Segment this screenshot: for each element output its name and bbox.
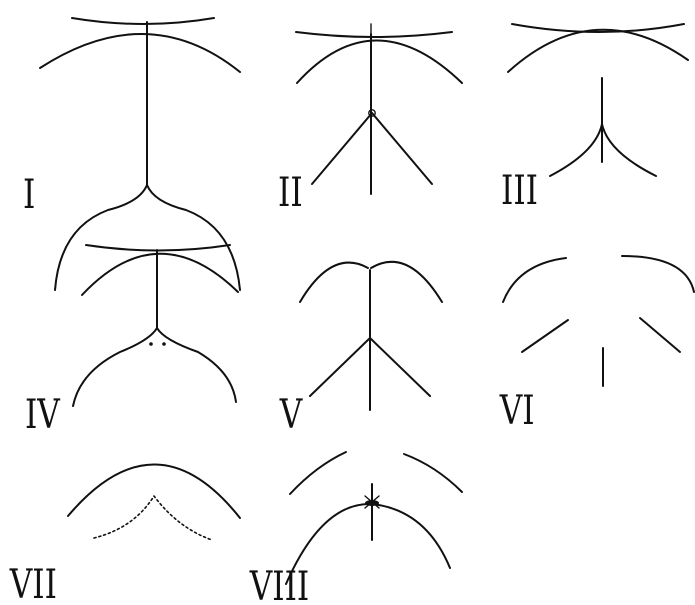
panel-II-upper-arc	[297, 41, 462, 84]
panel-VIII-knot	[365, 500, 379, 506]
panel-VII: VII	[9, 464, 240, 605]
panel-III-left-branch	[550, 124, 602, 176]
panel-III-right-branch	[602, 124, 656, 176]
panel-V-label: V	[279, 392, 303, 438]
panel-I-label: I	[23, 172, 35, 218]
panel-IV-lower-right-arc	[157, 328, 236, 402]
panel-I-upper-arc	[40, 34, 240, 72]
panel-VI-right-arc	[622, 256, 694, 292]
panel-V-left-upper-arc	[300, 263, 368, 302]
panel-VI-left-arc	[503, 258, 566, 302]
panel-IV-lower-left-arc	[73, 328, 157, 406]
panel-I-top-bar	[72, 18, 214, 24]
panel-I-lower-right-arc	[147, 185, 240, 290]
panel-VII-arc	[68, 464, 240, 518]
panel-IV-top-bar	[86, 245, 230, 251]
panel-IV-label: IV	[25, 392, 61, 438]
panel-VII-label: VII	[9, 562, 57, 605]
panel-V-right-branch	[370, 338, 430, 396]
panel-VIII-right-arc	[404, 454, 462, 492]
panel-III-upper-arc	[508, 30, 688, 72]
panel-II-label: II	[278, 170, 303, 216]
panel-V-right-upper-arc	[371, 262, 442, 302]
panel-VIII: VIII	[249, 452, 462, 605]
panel-VI-label: VI	[499, 388, 535, 434]
panel-VI-right-dash	[640, 318, 680, 352]
panel-IV-upper-arc	[82, 254, 238, 295]
panel-IV-dot-left	[149, 342, 153, 346]
panel-II: II	[278, 24, 462, 216]
panel-VI-left-dash	[522, 320, 568, 352]
panel-VIII-left-arc	[290, 452, 346, 494]
panel-II-right-branch	[372, 113, 432, 184]
panel-VIII-label: VIII	[249, 564, 309, 605]
panel-VI: VI	[499, 256, 694, 434]
panel-IV-dot-right	[162, 342, 166, 346]
panel-VIII-lower-arc	[286, 504, 450, 584]
panel-II-top-bar	[296, 32, 452, 37]
panel-I-lower-left-arc	[55, 185, 147, 290]
panel-V: V	[279, 262, 442, 438]
panel-III: III	[501, 24, 688, 214]
panel-II-left-branch	[312, 113, 372, 184]
panel-III-label: III	[501, 168, 538, 214]
panel-VII-dotted-chevron	[94, 496, 212, 540]
panel-V-left-branch	[310, 338, 370, 396]
